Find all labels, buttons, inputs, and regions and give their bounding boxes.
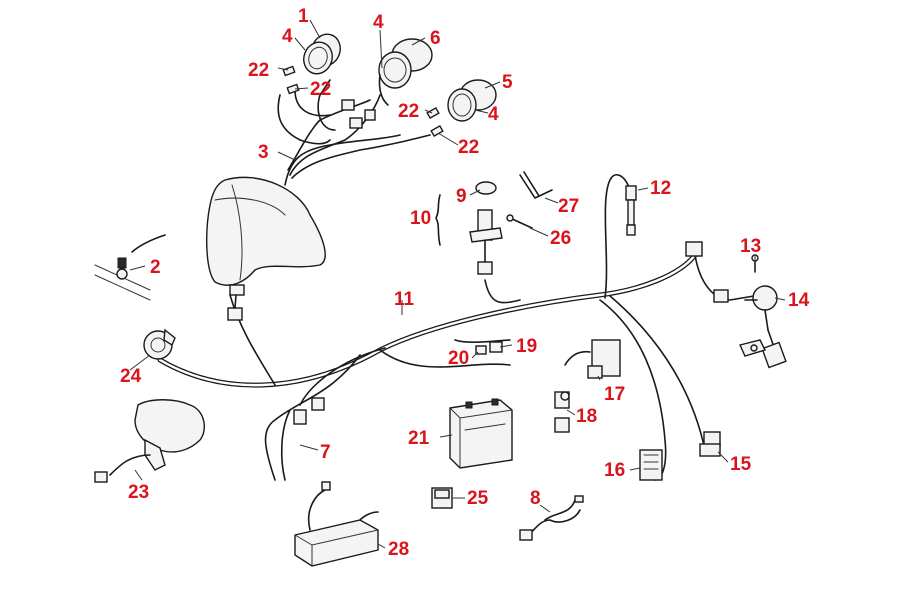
label-4-a: 4: [282, 26, 293, 47]
label-9: 9: [456, 186, 467, 207]
label-1: 1: [298, 6, 309, 27]
component-18: [554, 391, 570, 433]
headlight-assembly: [206, 176, 326, 321]
label-5: 5: [502, 72, 513, 93]
fuel-sender-14: [739, 285, 787, 369]
gauge-1: [303, 33, 341, 75]
leader-lines: [129, 19, 786, 549]
label-3: 3: [258, 142, 269, 163]
gauge-6: [378, 38, 433, 106]
label-27: 27: [558, 196, 579, 217]
label-6: 6: [430, 28, 441, 49]
label-17: 17: [604, 384, 625, 405]
label-2: 2: [150, 257, 161, 278]
label-25: 25: [467, 488, 489, 509]
control-unit-28: [294, 481, 379, 567]
label-23: 23: [128, 482, 149, 503]
label-8: 8: [530, 488, 541, 509]
label-22-b: 22: [310, 79, 331, 100]
label-14: 14: [788, 290, 810, 311]
regulator-16: [639, 449, 663, 481]
key-27: [519, 171, 553, 199]
label-22-a: 22: [248, 60, 269, 81]
relay-25: [431, 487, 453, 509]
part-labels: 1 4 4 6 5 4 22 22 22 22 3 2 24 23 7 11 9…: [120, 6, 810, 560]
fuse-holder: [475, 341, 503, 355]
bulb-sockets: [282, 65, 444, 138]
relay-15: [699, 431, 721, 457]
wire-8: [519, 495, 584, 541]
label-22-d: 22: [458, 137, 479, 158]
wire-7: [293, 397, 325, 425]
label-21: 21: [408, 428, 430, 449]
instrument-cluster-wires: [277, 79, 431, 186]
label-22-c: 22: [398, 101, 419, 122]
label-11: 11: [394, 289, 415, 310]
label-13: 13: [740, 236, 761, 257]
label-7: 7: [320, 442, 331, 463]
cdi-unit-17: [564, 339, 621, 379]
ignition-switch: [435, 181, 503, 275]
label-28: 28: [388, 539, 409, 560]
screw-26: [506, 214, 533, 229]
label-26: 26: [550, 228, 571, 249]
motor-23: [94, 399, 206, 483]
label-12: 12: [650, 178, 671, 199]
label-4-b: 4: [373, 12, 384, 33]
label-10: 10: [410, 208, 431, 229]
main-wiring-harness: [157, 174, 761, 481]
battery-21: [449, 398, 513, 469]
label-4-c: 4: [488, 104, 499, 125]
sensor-12: [625, 185, 637, 236]
label-19: 19: [516, 336, 537, 357]
label-15: 15: [730, 454, 752, 475]
label-16: 16: [604, 460, 625, 481]
horn-24: [143, 328, 176, 360]
connector-block: [685, 241, 729, 303]
label-18: 18: [576, 406, 597, 427]
sensor-switch-2: [94, 234, 166, 301]
label-20: 20: [448, 348, 469, 369]
label-24: 24: [120, 366, 142, 387]
